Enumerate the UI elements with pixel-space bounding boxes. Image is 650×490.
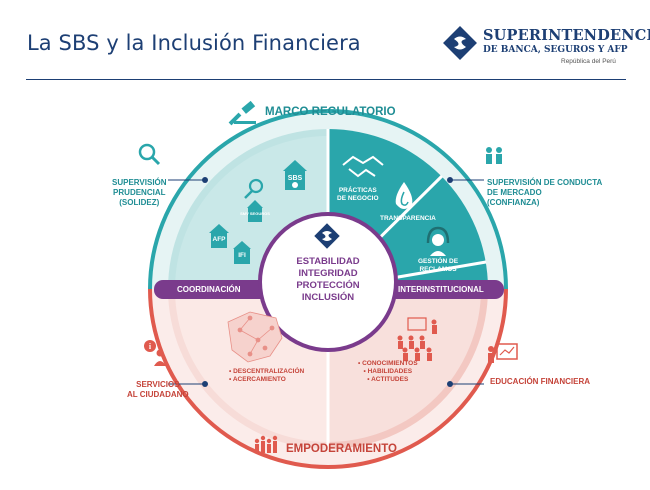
conduct-supervision-label: SUPERVISIÓN DE CONDUCTA DE MERCADO (CONF… <box>487 178 602 208</box>
house-sbs-label: SBS <box>288 175 303 182</box>
center-line-3: PROTECCIÓN <box>296 280 360 291</box>
center-line-4: INCLUSIÓN <box>301 292 355 303</box>
map-network-icon <box>227 311 283 363</box>
house-ifi-icon <box>233 241 251 264</box>
center-line-1: ESTABILIDAD <box>296 256 360 267</box>
brand-country: República del Perú <box>561 58 616 65</box>
page-title: La SBS y la Inclusión Financiera <box>27 31 361 55</box>
center-logo-icon <box>314 223 340 249</box>
coordination-label: COORDINACIÓN <box>177 285 241 294</box>
citizen-line-2: AL CIUDADANO <box>127 390 189 399</box>
center-values: ESTABILIDAD INTEGRIDAD PROTECCIÓN INCLUS… <box>278 256 378 304</box>
magnifier-small-icon <box>244 178 264 199</box>
gestion-line-2: RECLAMOS <box>419 266 457 273</box>
gavel-icon <box>228 100 256 126</box>
descentralizacion-line-1: • DESCENTRALIZACIÓN <box>229 368 305 375</box>
center-line-2: INTEGRIDAD <box>298 268 358 279</box>
presenter-board-icon <box>488 343 518 363</box>
interinstitutional-label: INTERINSTITUCIONAL <box>398 285 484 294</box>
magnifier-icon <box>138 143 161 166</box>
prudential-line-1: SUPERVISIÓN <box>112 178 167 187</box>
prudential-supervision-label: SUPERVISIÓN PRUDENCIAL (SOLIDEZ) <box>112 178 167 208</box>
practicas-line-1: PRÁCTICAS <box>338 187 377 194</box>
info-person-icon: i <box>144 340 166 366</box>
house-sbs-icon <box>283 160 307 190</box>
financial-education-label: EDUCACIÓN FINANCIERA <box>490 377 590 386</box>
conocimientos-line-3: • ACTITUDES <box>367 376 409 383</box>
center-circle <box>258 212 398 352</box>
marco-regulatorio-label: MARCO REGULATORIO <box>265 106 396 118</box>
practicas-label: PRÁCTICAS DE NEGOCIO <box>337 187 379 203</box>
citizen-line-1: SERVICIOS <box>136 380 180 389</box>
house-smv-label: SMV SEGUROS <box>240 211 270 216</box>
svg-text:i: i <box>149 342 152 351</box>
title-divider <box>26 79 626 80</box>
crowd-icon <box>254 435 278 453</box>
conduct-line-3: (CONFIANZA) <box>487 198 540 207</box>
gestion-line-1: GESTIÓN DE <box>418 258 459 265</box>
classroom-icon <box>397 317 437 361</box>
brand-name: SUPERINTENDENCIA <box>483 27 650 44</box>
house-afp-label: AFP <box>213 236 227 243</box>
people-meeting-icon <box>486 147 502 164</box>
brand-subtitle: DE BANCA, SEGUROS Y AFP <box>483 45 628 55</box>
house-smv-icon <box>247 200 263 222</box>
prudential-line-2: PRUDENCIAL <box>113 188 166 197</box>
drop-icon <box>395 182 413 209</box>
sbs-logo-icon <box>443 26 477 60</box>
sbs-brand: SUPERINTENDENCIA DE BANCA, SEGUROS Y AFP… <box>443 22 650 74</box>
conduct-line-2: DE MERCADO <box>487 188 542 197</box>
house-afp-icon <box>209 224 229 248</box>
conocimientos-line-1: • CONOCIMIENTOS <box>358 360 418 367</box>
handshake-icon <box>342 155 384 178</box>
headset-icon <box>426 226 450 256</box>
transparencia-label: TRANSPARENCIA <box>380 215 436 222</box>
descentralizacion-line-2: • ACERCAMIENTO <box>229 376 286 383</box>
descentralizacion-label: • DESCENTRALIZACIÓN • ACERCAMIENTO <box>229 368 304 384</box>
empoderamiento-label: EMPODERAMIENTO <box>286 443 397 455</box>
conocimientos-label: • CONOCIMIENTOS • HABILIDADES • ACTITUDE… <box>358 360 418 384</box>
citizen-services-label: SERVICIOS AL CIUDADANO <box>127 380 189 400</box>
practicas-line-2: DE NEGOCIO <box>337 195 379 202</box>
conduct-line-1: SUPERVISIÓN DE CONDUCTA <box>487 178 603 187</box>
house-ifi-label: IFI <box>238 252 246 259</box>
prudential-line-3: (SOLIDEZ) <box>119 198 160 207</box>
conocimientos-line-2: • HABILIDADES <box>363 368 413 375</box>
gestion-label: GESTIÓN DE RECLAMOS <box>418 258 458 274</box>
